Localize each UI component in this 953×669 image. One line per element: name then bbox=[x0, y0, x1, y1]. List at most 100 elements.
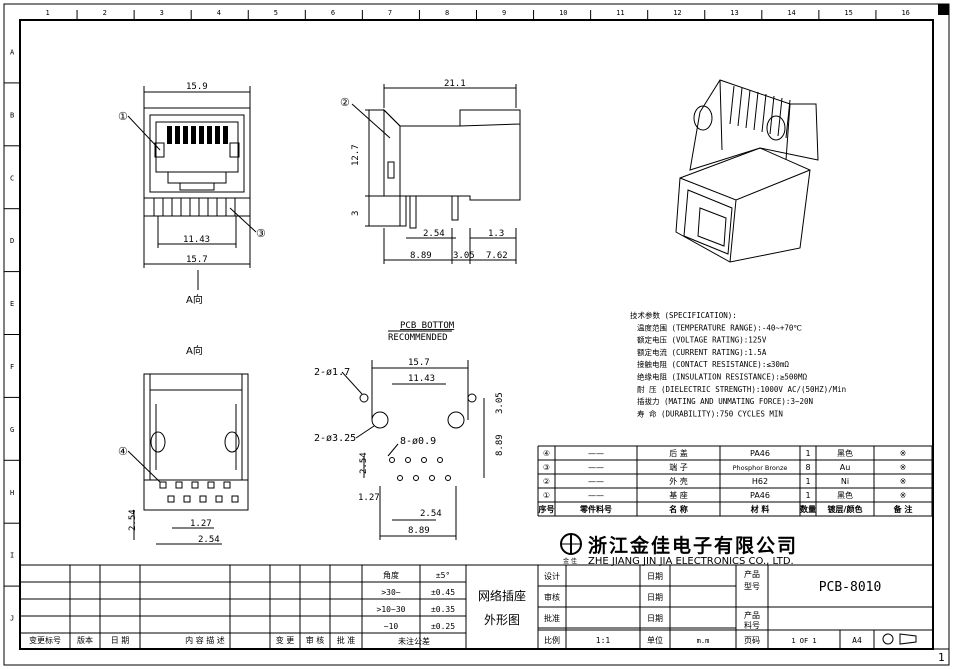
grid-row-left: H bbox=[10, 489, 14, 497]
bom-cell-no: ④ bbox=[543, 449, 550, 458]
product-no-label: 型号 bbox=[744, 582, 760, 591]
callout-2: ② bbox=[340, 96, 350, 109]
material-label: 产品 bbox=[744, 610, 760, 620]
title-block: 变更标号版本日 期内 容 描 述变 更审 核批 准角度±5°>30~±0.45>… bbox=[19, 564, 949, 664]
front-view: 15.9 ① ③ 11.43 15.7 A向 bbox=[118, 82, 266, 306]
page-label: 页码 bbox=[744, 636, 760, 645]
product-no: PCB-8010 bbox=[819, 580, 882, 595]
dim-side-3: 8.89 bbox=[410, 251, 432, 261]
dim-pin-span: 11.43 bbox=[183, 235, 210, 245]
product-name-2: 外形图 bbox=[484, 613, 520, 627]
product-no-label: 产品 bbox=[744, 569, 760, 579]
bom-cell-part: —— bbox=[588, 477, 604, 486]
spec-line: 寿 命 (DURABILITY):750 CYCLES MIN bbox=[637, 408, 783, 418]
tol-range: ~10 bbox=[384, 622, 399, 631]
rev-header: 批 准 bbox=[337, 635, 356, 645]
grid-col-top: 7 bbox=[388, 9, 392, 17]
view-caption-a: A向 bbox=[186, 293, 203, 306]
dim-side-5: 7.62 bbox=[486, 251, 508, 261]
spec-line: 接触电阻 (CONTACT RESISTANCE):≤30mΩ bbox=[637, 359, 789, 369]
grid-col-top: 5 bbox=[274, 9, 278, 17]
dim-side-4: 3.05 bbox=[453, 251, 475, 261]
bom-cell-color: Au bbox=[840, 463, 851, 472]
pcb-v3: 2.54 bbox=[359, 452, 369, 474]
grid-col-top: 13 bbox=[730, 9, 738, 17]
pcb-holes-large: 2-ø1.7 bbox=[314, 367, 350, 378]
bom-cell-part: —— bbox=[588, 463, 604, 472]
bom-header: 序号 bbox=[539, 504, 555, 514]
callout-4: ④ bbox=[118, 445, 128, 458]
bom-cell-no: ③ bbox=[543, 463, 550, 472]
spec-line: 技术参数 (SPECIFICATION): bbox=[630, 310, 737, 320]
callout-3: ③ bbox=[256, 227, 266, 240]
ratio: 1:1 bbox=[596, 636, 611, 645]
material-label: 料号 bbox=[744, 620, 760, 630]
grid-col-top: 12 bbox=[673, 9, 681, 17]
pcb-h2: 2.54 bbox=[420, 509, 442, 519]
spec-line: 耐 压 (DIELECTRIC STRENGTH):1000V AC/(50HZ… bbox=[637, 384, 846, 394]
pcb-h3: 8.89 bbox=[408, 526, 430, 536]
rev-header: 日 期 bbox=[111, 636, 130, 645]
grid-row-left: G bbox=[10, 426, 14, 434]
bom-cell-qty: 1 bbox=[805, 449, 810, 458]
company-banner: 金 佳 浙江金佳电子有限公司 ZHE JIANG JIN JIA ELECTRO… bbox=[560, 533, 796, 567]
product-name-1: 网络插座 bbox=[478, 588, 526, 603]
tol-value: ±0.35 bbox=[431, 605, 455, 614]
bom-header: 备 注 bbox=[893, 504, 913, 514]
sheet-no: 1 bbox=[938, 651, 945, 664]
grid-row-left: A bbox=[10, 48, 15, 56]
spec-line: 插拔力 (MATING AND UNMATING FORCE):3~20N bbox=[637, 396, 813, 406]
grid-row-left: C bbox=[10, 174, 14, 182]
label-left: 批准 bbox=[544, 613, 560, 623]
dim-height: 12.7 bbox=[351, 144, 361, 166]
dim-side-2: 1.3 bbox=[488, 229, 504, 239]
bom-cell-color: Ni bbox=[841, 477, 849, 486]
spec-line: 额定电流 (CURRENT RATING):1.5A bbox=[637, 347, 767, 357]
bom-cell-part: —— bbox=[588, 449, 604, 458]
bom-header: 镀层/颜色 bbox=[828, 504, 863, 514]
specification-block: 技术参数 (SPECIFICATION):温度范围 (TEMPERATURE R… bbox=[630, 310, 846, 418]
dim-pin-len: 3 bbox=[351, 211, 361, 216]
rev-header: 变 更 bbox=[276, 635, 295, 645]
grid-col-top: 1 bbox=[46, 9, 50, 17]
spec-line: 绝缘电阻 (INSULATION RESISTANCE):≥500MΩ bbox=[637, 372, 807, 382]
view-caption-a-2: A向 bbox=[186, 344, 203, 357]
unit: m.m bbox=[697, 637, 710, 645]
bom-cell-note: ※ bbox=[900, 449, 907, 458]
grid-row-left: F bbox=[10, 363, 14, 371]
tol-range: >10~30 bbox=[377, 605, 406, 614]
pcb-holes-small: 8-ø0.9 bbox=[400, 436, 436, 447]
bom-cell-qty: 1 bbox=[805, 491, 810, 500]
rev-header: 审 核 bbox=[306, 635, 325, 645]
projection-icon bbox=[882, 633, 894, 645]
grid-col-top: 4 bbox=[217, 9, 221, 17]
bom-cell-material: PA46 bbox=[750, 449, 770, 458]
grid-col-top: 14 bbox=[787, 9, 795, 17]
grid-row-left: E bbox=[10, 300, 14, 308]
bom-cell-note: ※ bbox=[900, 463, 907, 472]
company-name-en: ZHE JIANG JIN JIA ELECTRONICS CO., LTD. bbox=[588, 556, 794, 567]
grid-col-top: 11 bbox=[616, 9, 624, 17]
bom-cell-name: 外 壳 bbox=[669, 476, 688, 486]
bottom-dim-1: 2.54 bbox=[128, 509, 138, 531]
tol-head: ±5° bbox=[436, 571, 450, 580]
side-view: 21.1 12.7 3 ② 2.54 1.3 8.89 3.05 7.62 bbox=[340, 79, 521, 264]
bom-cell-name: 基 座 bbox=[669, 490, 688, 500]
date-label: 日期 bbox=[647, 614, 663, 623]
pcb-v1: 3.05 bbox=[495, 392, 505, 414]
grid-col-top: 9 bbox=[502, 9, 506, 17]
tol-value: ±0.45 bbox=[431, 588, 455, 597]
pcb-holes-mid: 2-ø3.25 bbox=[314, 433, 356, 444]
tol-foot: 未注公差 bbox=[398, 636, 430, 646]
pcb-width: 15.7 bbox=[408, 358, 430, 368]
bom-header: 名 称 bbox=[669, 504, 688, 514]
bom-cell-note: ※ bbox=[900, 477, 907, 486]
grid-row-left: D bbox=[10, 237, 14, 245]
bom-header: 材 料 bbox=[751, 504, 770, 514]
grid-col-top: 8 bbox=[445, 9, 449, 17]
bom-cell-no: ② bbox=[543, 477, 550, 486]
